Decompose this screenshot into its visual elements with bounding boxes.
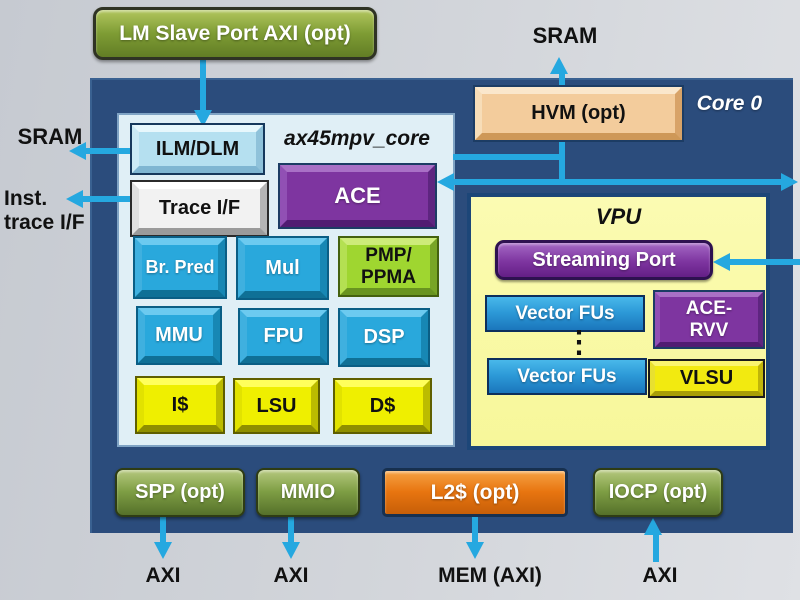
arrow-trace-to-inst-head xyxy=(66,190,83,208)
arrow-spp-axi-head xyxy=(154,542,172,559)
arrow-bus-right-head xyxy=(781,173,798,191)
icache-block: I$ xyxy=(137,378,223,432)
fpu-block: FPU xyxy=(240,310,327,363)
arrow-bus-to-ace-head xyxy=(437,173,454,191)
arrow-l2-mem-line xyxy=(472,517,478,544)
arrow-hvm-to-sram-head xyxy=(550,57,568,74)
lsu-block: LSU xyxy=(235,380,318,432)
inst-trace-label: Inst. trace I/F xyxy=(4,187,85,234)
line-hvm-down xyxy=(559,140,565,185)
ax45mpv-core-title: ax45mpv_core xyxy=(284,127,430,150)
core0-title: Core 0 xyxy=(696,92,762,115)
ace-rvv-block: ACE- RVV xyxy=(655,292,763,347)
mmio-block: MMIO xyxy=(256,468,360,517)
axi-mmio-label: AXI xyxy=(273,564,309,587)
mul-block: Mul xyxy=(238,238,327,298)
line-streaming-port xyxy=(730,259,800,265)
br-pred-block: Br. Pred xyxy=(135,238,225,297)
l2-cache-block: L2$ (opt) xyxy=(382,468,568,517)
arrow-lmslave-to-ilmdlm-line xyxy=(200,60,206,112)
trace-if-block: Trace I/F xyxy=(132,182,267,235)
arrow-mmio-axi-head xyxy=(282,542,300,559)
arrow-spp-axi-line xyxy=(160,517,166,544)
arrow-ilmdlm-to-sram-line xyxy=(85,148,133,154)
arrow-axi-iocp-head xyxy=(644,518,662,535)
mmu-block: MMU xyxy=(138,308,220,363)
arrow-axi-iocp-line xyxy=(653,534,659,562)
spp-block: SPP (opt) xyxy=(115,468,245,517)
mem-axi-label: MEM (AXI) xyxy=(438,564,542,587)
dsp-block: DSP xyxy=(340,310,428,365)
arrow-l2-mem-head xyxy=(466,542,484,559)
iocp-block: IOCP (opt) xyxy=(593,468,723,517)
axi-spp-label: AXI xyxy=(145,564,181,587)
streaming-port-block: Streaming Port xyxy=(495,240,713,280)
vector-fus-ellipsis: ⋮ xyxy=(564,326,594,359)
arrow-lmslave-to-ilmdlm-head xyxy=(194,110,212,127)
sram-top-label: SRAM xyxy=(532,23,598,48)
vlsu-block: VLSU xyxy=(650,361,763,396)
vector-fus-bottom-block: Vector FUs xyxy=(487,358,647,395)
vpu-title: VPU xyxy=(595,204,642,229)
arrow-ilmdlm-to-sram-head xyxy=(69,142,86,160)
pmp-ppma-block: PMP/ PPMA xyxy=(340,238,437,295)
line-ace-bus xyxy=(453,179,783,185)
arrow-mmio-axi-line xyxy=(288,517,294,544)
sram-left-label: SRAM xyxy=(17,123,83,149)
arrow-streaming-port-head xyxy=(713,253,730,271)
vector-fus-top-block: Vector FUs xyxy=(485,295,645,332)
axi-iocp-label: AXI xyxy=(642,564,678,587)
lm-slave-port-block: LM Slave Port AXI (opt) xyxy=(93,7,377,60)
arrow-trace-to-inst-line xyxy=(82,196,133,202)
arrow-hvm-to-sram-line xyxy=(559,73,565,88)
hvm-block: HVM (opt) xyxy=(475,87,682,140)
ilm-dlm-block: ILM/DLM xyxy=(132,125,263,173)
dcache-block: D$ xyxy=(335,380,430,432)
line-core-to-hvm xyxy=(453,154,563,160)
ace-block: ACE xyxy=(280,165,435,227)
